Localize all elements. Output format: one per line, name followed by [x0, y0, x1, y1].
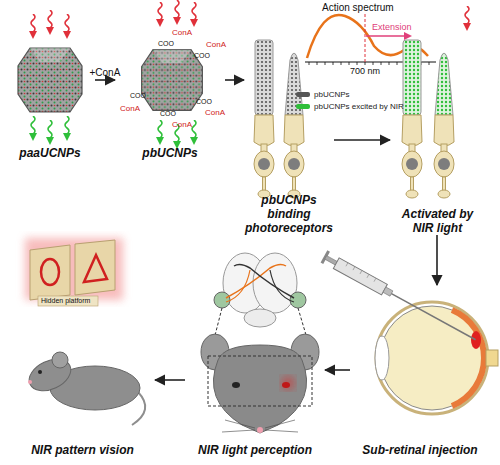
annotation-label: Action spectrum [322, 2, 394, 13]
legend-swatch [296, 104, 310, 109]
stage-caption: pbUCNPs [115, 146, 225, 160]
stage-panel: paaUCNPs [5, 15, 95, 160]
annotation-label: Extension [372, 22, 412, 32]
stage-panel: NIR light perception [185, 240, 325, 457]
stage-panel: NIR pattern vision [10, 235, 155, 457]
annotation-label: COO [194, 52, 210, 59]
legend-text: pbUCNPs excited by NIR [314, 102, 404, 111]
stage-caption: Sub-retinal injection [350, 443, 490, 457]
stage-panel: pbUCNPs [115, 15, 225, 160]
stage-caption: pbUCNPs binding photoreceptors [244, 193, 334, 235]
annotation-label: ConA [206, 40, 226, 49]
stage-caption: paaUCNPs [5, 146, 95, 160]
stage-panel: Sub-retinal injection [350, 285, 490, 457]
annotation-label: COO [196, 98, 212, 105]
annotation-label: COO [158, 40, 174, 47]
stage-caption: NIR light perception [185, 443, 325, 457]
legend-row: pbUCNPs [296, 90, 404, 99]
legend-row: pbUCNPs excited by NIR [296, 102, 404, 111]
annotation-label: ConA [172, 28, 192, 37]
annotation-label: Hidden platform [41, 297, 90, 304]
flow-arrow [325, 369, 350, 371]
stage-panel: Activated by NIR light [390, 25, 485, 235]
annotation-label: COO [130, 92, 146, 99]
flow-arrow [225, 79, 244, 81]
arrow-label: +ConA [90, 67, 121, 78]
flow-arrow [334, 139, 390, 141]
flow-arrow [155, 379, 185, 381]
flow-arrow [436, 235, 438, 285]
annotation-label: ConA [205, 108, 225, 117]
stage-panel: pbUCNPs binding photoreceptors [244, 25, 334, 235]
legend-swatch [296, 92, 310, 97]
legend: pbUCNPs pbUCNPs excited by NIR [296, 90, 404, 114]
annotation-label: COO [160, 110, 176, 117]
stage-caption: Activated by NIR light [390, 207, 485, 235]
flow-arrow [95, 79, 115, 81]
annotation-label: ConA [120, 104, 140, 113]
stage-caption: NIR pattern vision [10, 443, 155, 457]
legend-text: pbUCNPs [314, 90, 350, 99]
annotation-label: 700 nm [350, 66, 380, 76]
annotation-label: ConA [172, 120, 192, 129]
